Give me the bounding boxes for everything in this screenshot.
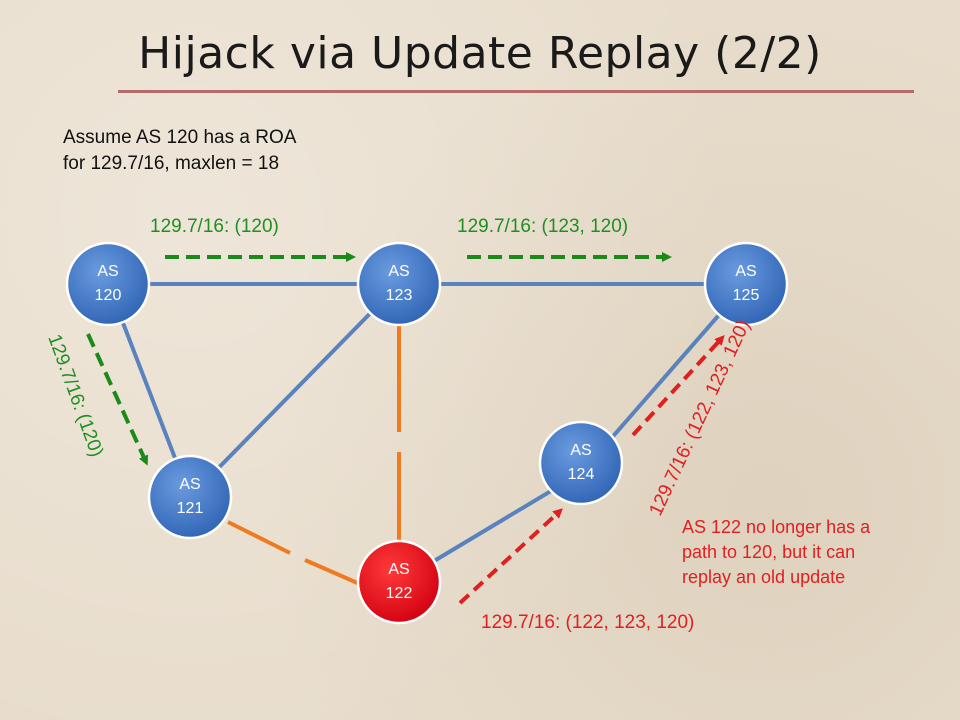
slide-title: Hijack via Update Replay (2/2)	[138, 28, 822, 79]
broken-link-as121-as122-right	[304, 558, 363, 587]
node-as125-line1: AS	[735, 263, 756, 280]
node-as125: AS 125	[703, 241, 789, 327]
label-as124-to-as125: 129.7/16: (122, 123, 120)	[645, 317, 754, 519]
replay-note-line-2: path to 120, but it can	[682, 542, 856, 562]
node-as123: AS 123	[356, 241, 442, 327]
label-as120-to-as123: 129.7/16: (120)	[150, 216, 279, 237]
link-as121-as123	[188, 282, 401, 499]
node-as124-line2: 124	[568, 466, 595, 483]
node-as123-line2: 123	[386, 287, 413, 304]
node-as121: AS 121	[147, 454, 233, 540]
roa-assumption-line-2: for 129.7/16, maxlen = 18	[63, 153, 280, 174]
announce-arrow-as120-as121	[86, 333, 149, 466]
node-as120-line2: 120	[95, 287, 122, 304]
node-as120-line1: AS	[97, 263, 118, 280]
title-underline	[118, 90, 914, 93]
replay-explanation-note: AS 122 no longer has a path to 120, but …	[682, 515, 870, 590]
label-as120-to-as121: 129.7/16: (120)	[43, 332, 107, 460]
node-as124-line1: AS	[570, 442, 591, 459]
node-as122-line2: 122	[386, 585, 413, 602]
replay-note-line-1: AS 122 no longer has a	[682, 517, 871, 537]
node-as124: AS 124	[538, 420, 624, 506]
replay-arrow-as122-as124	[458, 508, 563, 605]
roa-assumption-line-1: Assume AS 120 has a ROA	[63, 127, 297, 148]
node-as121-line1: AS	[179, 476, 200, 493]
node-as121-line2: 121	[177, 500, 204, 517]
node-as122-line1: AS	[388, 561, 409, 578]
node-as122: AS 122	[356, 539, 442, 625]
replay-arrow-as124-as125	[631, 335, 725, 437]
label-as122-to-as124: 129.7/16: (122, 123, 120)	[481, 612, 694, 633]
roa-assumption-note: Assume AS 120 has a ROA for 129.7/16, ma…	[63, 125, 296, 177]
label-as123-to-as125: 129.7/16: (123, 120)	[457, 216, 628, 237]
replay-note-line-3: replay an old update	[682, 567, 846, 587]
node-as125-line2: 125	[733, 287, 760, 304]
broken-link-as121-as122-left	[227, 520, 291, 555]
node-as123-line1: AS	[388, 263, 409, 280]
node-as120: AS 120	[65, 241, 151, 327]
